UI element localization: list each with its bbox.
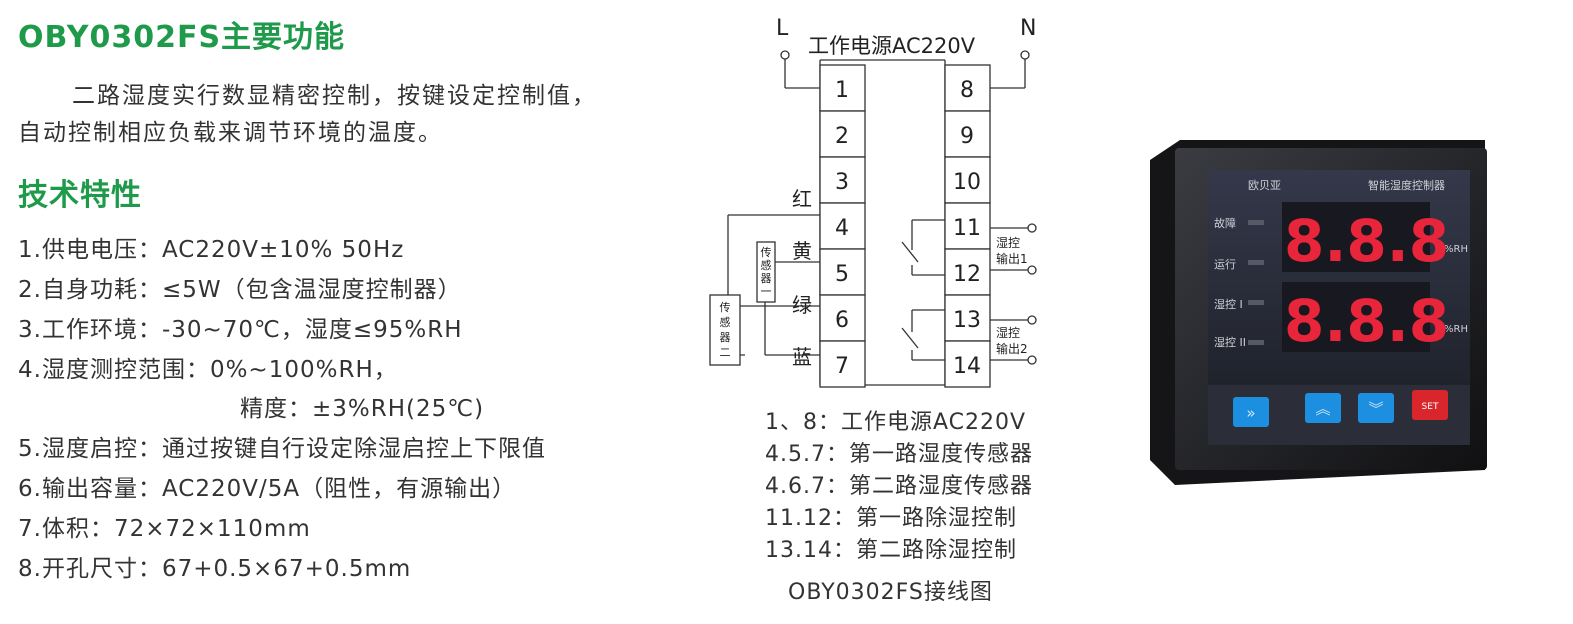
display-bottom-digits: 8.8.8 [1284, 287, 1449, 355]
spec-item: 4.湿度测控范围：0%~100%RH， [18, 357, 398, 383]
up-icon: ︽ [1315, 400, 1330, 418]
set-key[interactable] [1412, 390, 1448, 420]
indicator-label: 故障 [1214, 216, 1236, 230]
label-l: L [776, 16, 789, 41]
sensor1-char: 器 [761, 272, 772, 285]
terminal-6: 6 [835, 308, 849, 333]
title-specs: 技术特性 [18, 178, 142, 213]
wire-blue-label: 蓝 [792, 345, 812, 369]
terminal-14: 14 [953, 354, 981, 379]
display-top-digits: 8.8.8 [1284, 207, 1449, 275]
legend-item: 4.5.7：第一路湿度传感器 [765, 442, 1033, 467]
spec-item: 精度：±3%RH(25℃) [240, 396, 485, 422]
spec-item: 8.开孔尺寸：67+0.5×67+0.5mm [18, 556, 412, 582]
sensor2-char: 器 [720, 331, 731, 344]
terminal-10: 10 [953, 170, 981, 195]
indicator-label: 湿控 II [1214, 335, 1246, 349]
terminal-8: 8 [960, 78, 974, 103]
output1-label: 湿控 [996, 235, 1020, 250]
down-icon: ︾ [1368, 400, 1383, 418]
description-line-2: 自动控制相应负载来调节环境的温度。 [18, 120, 443, 146]
unit-label: %RH [1444, 244, 1468, 255]
wiring-diagram: L N 工作电源AC220V 1 2 3 4 5 6 7 8 9 10 11 1… [709, 16, 1037, 388]
spec-item: 5.湿度启控：通过按键自行设定除湿启控上下限值 [18, 436, 546, 462]
terminal-12: 12 [953, 262, 981, 287]
product-name: 智能湿度控制器 [1368, 178, 1445, 192]
sensor2-char: 传 [720, 301, 731, 314]
power-label: 工作电源AC220V [808, 34, 976, 58]
spec-item: 2.自身功耗：≤5W（包含温湿度控制器） [18, 277, 462, 303]
brand-name: 欧贝亚 [1248, 179, 1281, 192]
spec-item: 3.工作环境：-30~70℃，湿度≤95%RH [18, 317, 463, 343]
legend-item: 11.12：第一路除湿控制 [765, 506, 1017, 531]
terminal-9: 9 [960, 124, 974, 149]
next-icon: » [1246, 404, 1255, 422]
wire-red-label: 红 [792, 187, 812, 211]
terminal-7: 7 [835, 354, 849, 379]
label-n: N [1020, 16, 1036, 41]
sensor1-char: 感 [761, 259, 772, 272]
indicator-label: 湿控 I [1214, 297, 1243, 311]
output2-label: 输出2 [996, 341, 1028, 356]
set-label: SET [1422, 402, 1439, 412]
wire-green-label: 绿 [792, 293, 812, 317]
up-key[interactable] [1305, 393, 1341, 423]
terminal-2: 2 [835, 124, 849, 149]
terminal-13: 13 [953, 308, 981, 333]
spec-item: 6.输出容量：AC220V/5A（阻性，有源输出） [18, 476, 517, 502]
terminal-4: 4 [835, 216, 849, 241]
output2-label: 湿控 [996, 325, 1020, 340]
wire-yellow-label: 黄 [792, 239, 812, 263]
output1-label: 输出1 [996, 251, 1028, 266]
title-features: OBY0302FS主要功能 [18, 20, 346, 55]
indicator-label: 运行 [1214, 258, 1236, 271]
legend-item: 1、8：工作电源AC220V [765, 410, 1027, 435]
sensor2-char: 感 [720, 316, 731, 329]
spec-item: 7.体积：72×72×110mm [18, 516, 311, 542]
legend-item: 13.14：第二路除湿控制 [765, 538, 1017, 563]
sensor2-char: 二 [720, 346, 731, 359]
next-key[interactable] [1233, 397, 1269, 427]
unit-label: %RH [1444, 324, 1468, 335]
terminal-1: 1 [835, 78, 849, 103]
description-line-1: 二路湿度实行数显精密控制，按键设定控制值， [72, 83, 597, 109]
legend-item: 4.6.7：第二路湿度传感器 [765, 474, 1033, 499]
spec-item: 1.供电电压：AC220V±10% 50Hz [18, 237, 405, 263]
diagram-caption: OBY0302FS接线图 [788, 580, 993, 605]
sensor1-char: 一 [761, 285, 772, 298]
down-key[interactable] [1358, 393, 1394, 423]
terminal-5: 5 [835, 262, 849, 287]
terminal-11: 11 [953, 216, 981, 241]
device-photo: 欧贝亚 智能湿度控制器 故障 运行 湿控 I 湿控 II %RH %RH 8.8… [1150, 140, 1487, 485]
sensor1-char: 传 [761, 246, 772, 259]
terminal-3: 3 [835, 170, 849, 195]
